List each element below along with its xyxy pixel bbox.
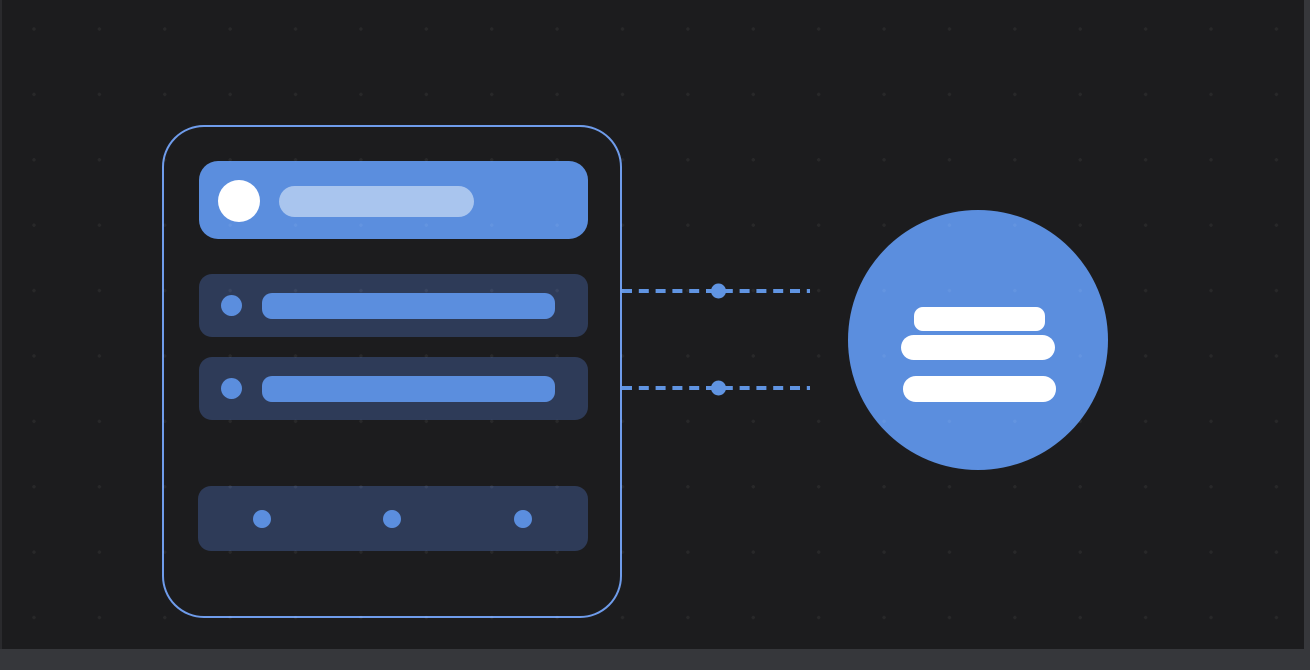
header-title-pill	[278, 185, 474, 217]
toolbar-dot-1	[253, 509, 271, 528]
stack-bar-top	[913, 307, 1045, 331]
connector-node-2	[711, 380, 726, 395]
toolbar-dot-3	[513, 509, 532, 528]
window-right-edge	[1304, 0, 1310, 649]
connector-line-2	[622, 380, 810, 395]
row-content-pill	[261, 293, 555, 319]
target-node-circle	[848, 210, 1108, 470]
window-left-edge	[0, 0, 2, 649]
bullet-dot	[220, 378, 242, 399]
connector-line-1	[622, 283, 810, 298]
connector-node-1	[711, 283, 726, 298]
bullet-dot	[220, 295, 242, 316]
card-header-bar	[198, 160, 588, 239]
avatar-circle	[217, 179, 260, 222]
wireframe-card	[162, 125, 622, 618]
window-bottom-edge	[0, 649, 1310, 670]
list-row-1	[198, 274, 588, 337]
footer-toolbar	[198, 485, 588, 551]
stack-bar-middle	[901, 335, 1055, 360]
stack-bar-bottom	[903, 376, 1056, 402]
toolbar-dot-2	[383, 509, 401, 528]
list-row-2	[198, 357, 588, 420]
row-content-pill	[261, 376, 555, 402]
